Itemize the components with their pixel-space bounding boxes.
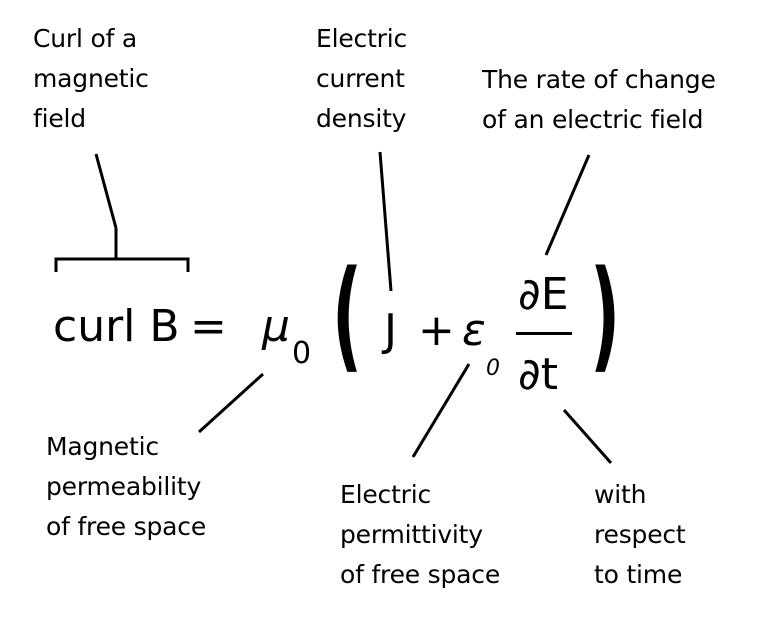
current-density-label: Electric current density: [316, 24, 408, 133]
fraction-numerator: ∂E: [518, 269, 569, 320]
close-paren: ): [590, 246, 621, 385]
epsilon-symbol: ε: [462, 305, 486, 356]
fraction-bar: [516, 332, 572, 335]
respect-to-time-label: with respect to time: [594, 480, 686, 589]
epsilon-subscript: 0: [486, 356, 500, 381]
curl-connector-line: [94, 153, 118, 229]
equation-equals: =: [190, 301, 227, 352]
permittivity-connector-line: [411, 363, 471, 458]
rate-connector-line: [544, 154, 591, 256]
fraction-denominator: ∂t: [518, 349, 559, 400]
permittivity-label: Electric permittivity of free space: [340, 480, 501, 589]
plus-sign: +: [418, 305, 455, 356]
mu-subscript: 0: [292, 336, 312, 371]
rate-of-change-label: The rate of change of an electric field: [482, 65, 716, 134]
current-symbol-J: J: [384, 305, 397, 356]
time-connector-line: [562, 409, 613, 464]
curl-label: Curl of a magnetic field: [33, 24, 149, 133]
curl-bracket: [54, 257, 190, 272]
current-connector-line: [378, 151, 393, 292]
mu-symbol: μ: [262, 301, 290, 352]
open-paren: (: [332, 246, 363, 385]
permeability-connector-line: [197, 372, 265, 434]
permeability-label: Magnetic permeability of free space: [46, 432, 207, 541]
equation-lhs: curl B: [53, 301, 180, 352]
